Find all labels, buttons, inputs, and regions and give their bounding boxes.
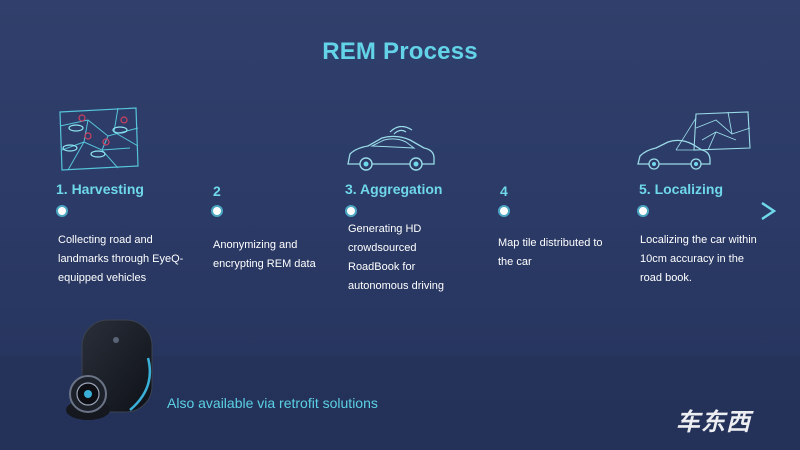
retrofit-text: Also available via retrofit solutions bbox=[167, 395, 378, 411]
connected-car-icon bbox=[347, 126, 435, 171]
step-5-title: 5. Localizing bbox=[639, 181, 724, 197]
timeline-dot-5 bbox=[637, 205, 649, 217]
page-title: REM Process bbox=[322, 38, 478, 65]
step-1-title: 1. Harvesting bbox=[56, 181, 144, 197]
timeline-arrowhead bbox=[761, 201, 777, 221]
car-map-icon bbox=[637, 111, 751, 170]
step-3-title: 3. Aggregation bbox=[345, 181, 443, 197]
map-icon bbox=[59, 107, 139, 171]
timeline-dot-3 bbox=[345, 205, 357, 217]
step-4-title: 4 bbox=[500, 183, 508, 199]
timeline-dot-1 bbox=[56, 205, 68, 217]
step-4-description: Map tile distributed to the car bbox=[498, 237, 603, 268]
timeline-dot-4 bbox=[498, 205, 510, 217]
step-2-title: 2 bbox=[213, 183, 221, 199]
background-top bbox=[0, 0, 800, 356]
step-5-description: Localizing the car within 10cm accuracy … bbox=[640, 234, 757, 284]
step-1-description: Collecting road and landmarks through Ey… bbox=[58, 234, 184, 284]
retrofit-device-icon bbox=[66, 319, 153, 420]
step-2-description: Anonymizing and encrypting REM data bbox=[213, 239, 316, 270]
timeline-dot-2 bbox=[211, 205, 223, 217]
step-3-description: Generating HD crowdsourced RoadBook for … bbox=[348, 223, 445, 292]
watermark-logo: 车东西 bbox=[676, 409, 751, 436]
